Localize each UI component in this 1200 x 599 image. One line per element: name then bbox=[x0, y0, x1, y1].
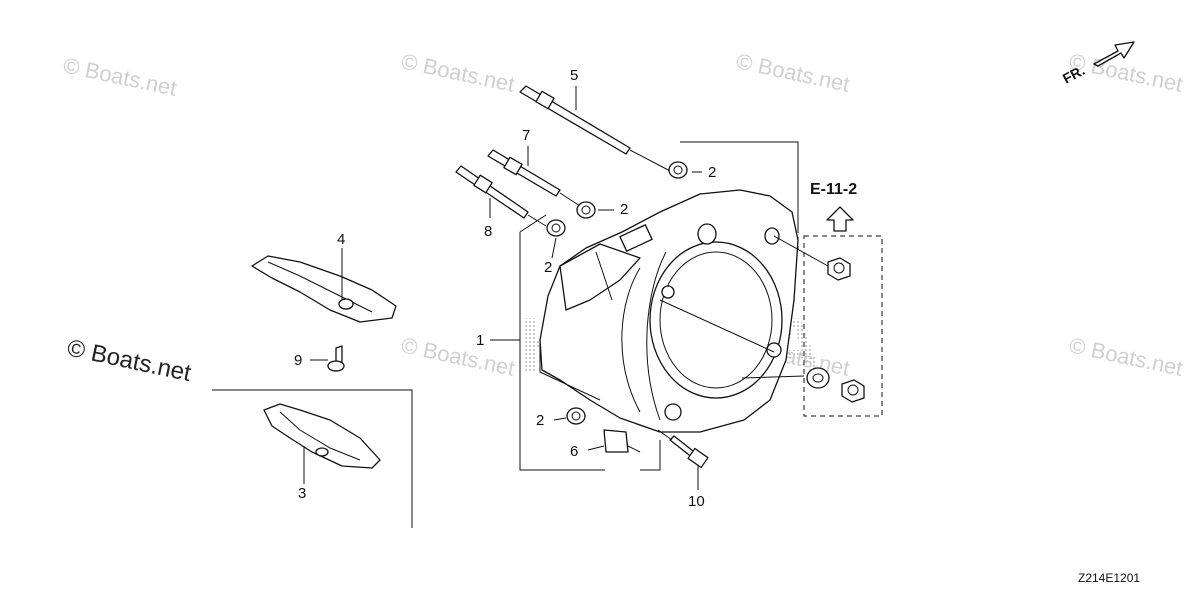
callout-numbers: 5 7 8 2 2 2 2 6 1 4 9 3 10 bbox=[294, 67, 716, 510]
clip-nut-part-6 bbox=[603, 429, 641, 453]
stud-bolt-part-8 bbox=[455, 165, 547, 227]
watermark-7: © Boats.net bbox=[1067, 332, 1185, 380]
nut-lower bbox=[841, 379, 865, 403]
nut-group-box bbox=[803, 235, 883, 417]
stud-bolt-part-5 bbox=[519, 85, 673, 173]
callout-8: 8 bbox=[484, 223, 492, 240]
collar-part-2a bbox=[668, 161, 688, 179]
callout-6: 6 bbox=[570, 443, 578, 460]
collar-part-2c bbox=[546, 219, 566, 237]
watermark-1: © Boats.net bbox=[61, 52, 179, 100]
watermark-2: © Boats.net bbox=[399, 48, 517, 96]
callout-2-c: 2 bbox=[544, 259, 552, 276]
callout-4: 4 bbox=[337, 231, 345, 248]
callout-leaders bbox=[303, 86, 702, 490]
fan-cover-part-1 bbox=[539, 189, 829, 433]
watermark-3: © Boats.net bbox=[734, 48, 852, 96]
section-separator bbox=[212, 389, 413, 528]
callout-2-a: 2 bbox=[708, 164, 716, 181]
callout-10: 10 bbox=[688, 493, 705, 510]
callout-2-d: 2 bbox=[536, 412, 544, 429]
callout-5: 5 bbox=[570, 67, 578, 84]
callout-9: 9 bbox=[294, 352, 302, 369]
stud-bolt-part-7 bbox=[487, 149, 581, 207]
boats-net-brand: © Boats.net bbox=[65, 334, 194, 387]
callout-7: 7 bbox=[522, 127, 530, 144]
shroud-part-3 bbox=[263, 403, 381, 469]
arrow-up-outline-icon bbox=[826, 206, 854, 232]
nut-upper bbox=[827, 257, 851, 281]
callout-2-b: 2 bbox=[620, 201, 628, 218]
washer-nut bbox=[806, 367, 830, 389]
flange-bolt-part-10 bbox=[657, 429, 709, 469]
callout-1: 1 bbox=[476, 332, 484, 349]
diagram-code: Z214E1201 bbox=[1078, 571, 1140, 585]
reference-label: E-11-2 bbox=[810, 181, 857, 198]
collar-part-2d bbox=[566, 407, 586, 425]
callout-3: 3 bbox=[298, 485, 306, 502]
bolt-part-9 bbox=[327, 345, 345, 372]
collar-part-2b bbox=[576, 201, 596, 219]
shroud-part-4 bbox=[251, 255, 397, 323]
reference-block: E-11-2 bbox=[810, 181, 857, 232]
